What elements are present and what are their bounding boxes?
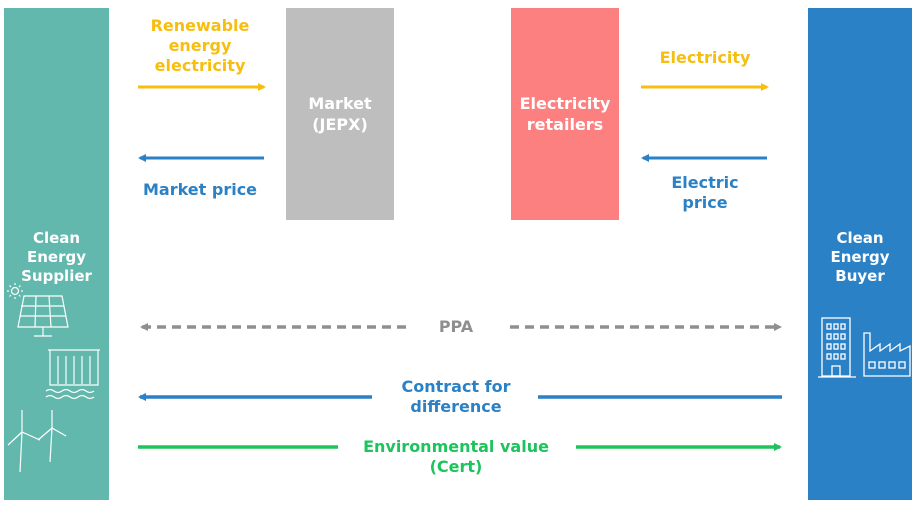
- market-price-label: Market price: [142, 180, 258, 199]
- office-building-icon: [818, 317, 856, 378]
- market-label: Market (JEPX): [308, 94, 372, 134]
- market-jepx-box: Market (JEPX): [286, 8, 394, 220]
- sun-icon: [7, 283, 23, 299]
- hydro-dam-icon: [45, 349, 100, 400]
- buyer-label: Clean Energy Buyer: [830, 229, 890, 285]
- factory-icon: [863, 332, 911, 377]
- electricity-retailers-box: Electricity retailers: [511, 8, 619, 220]
- contract-for-difference-label: Contract for difference: [401, 377, 511, 416]
- ppa-label: PPA: [438, 317, 474, 336]
- environmental-value-label: Environmental value (Cert): [363, 437, 549, 476]
- wind-turbine-icon: [7, 410, 67, 473]
- electric-price-label: Electric price: [671, 173, 739, 212]
- retailers-label: Electricity retailers: [519, 94, 611, 134]
- clean-energy-buyer-column: Clean Energy Buyer: [808, 8, 912, 500]
- solar-panel-icon: [17, 295, 69, 337]
- renewable-electricity-label: Renewable energy electricity: [150, 16, 250, 75]
- supplier-label: Clean Energy Supplier: [21, 229, 92, 285]
- electricity-label: Electricity: [659, 48, 751, 67]
